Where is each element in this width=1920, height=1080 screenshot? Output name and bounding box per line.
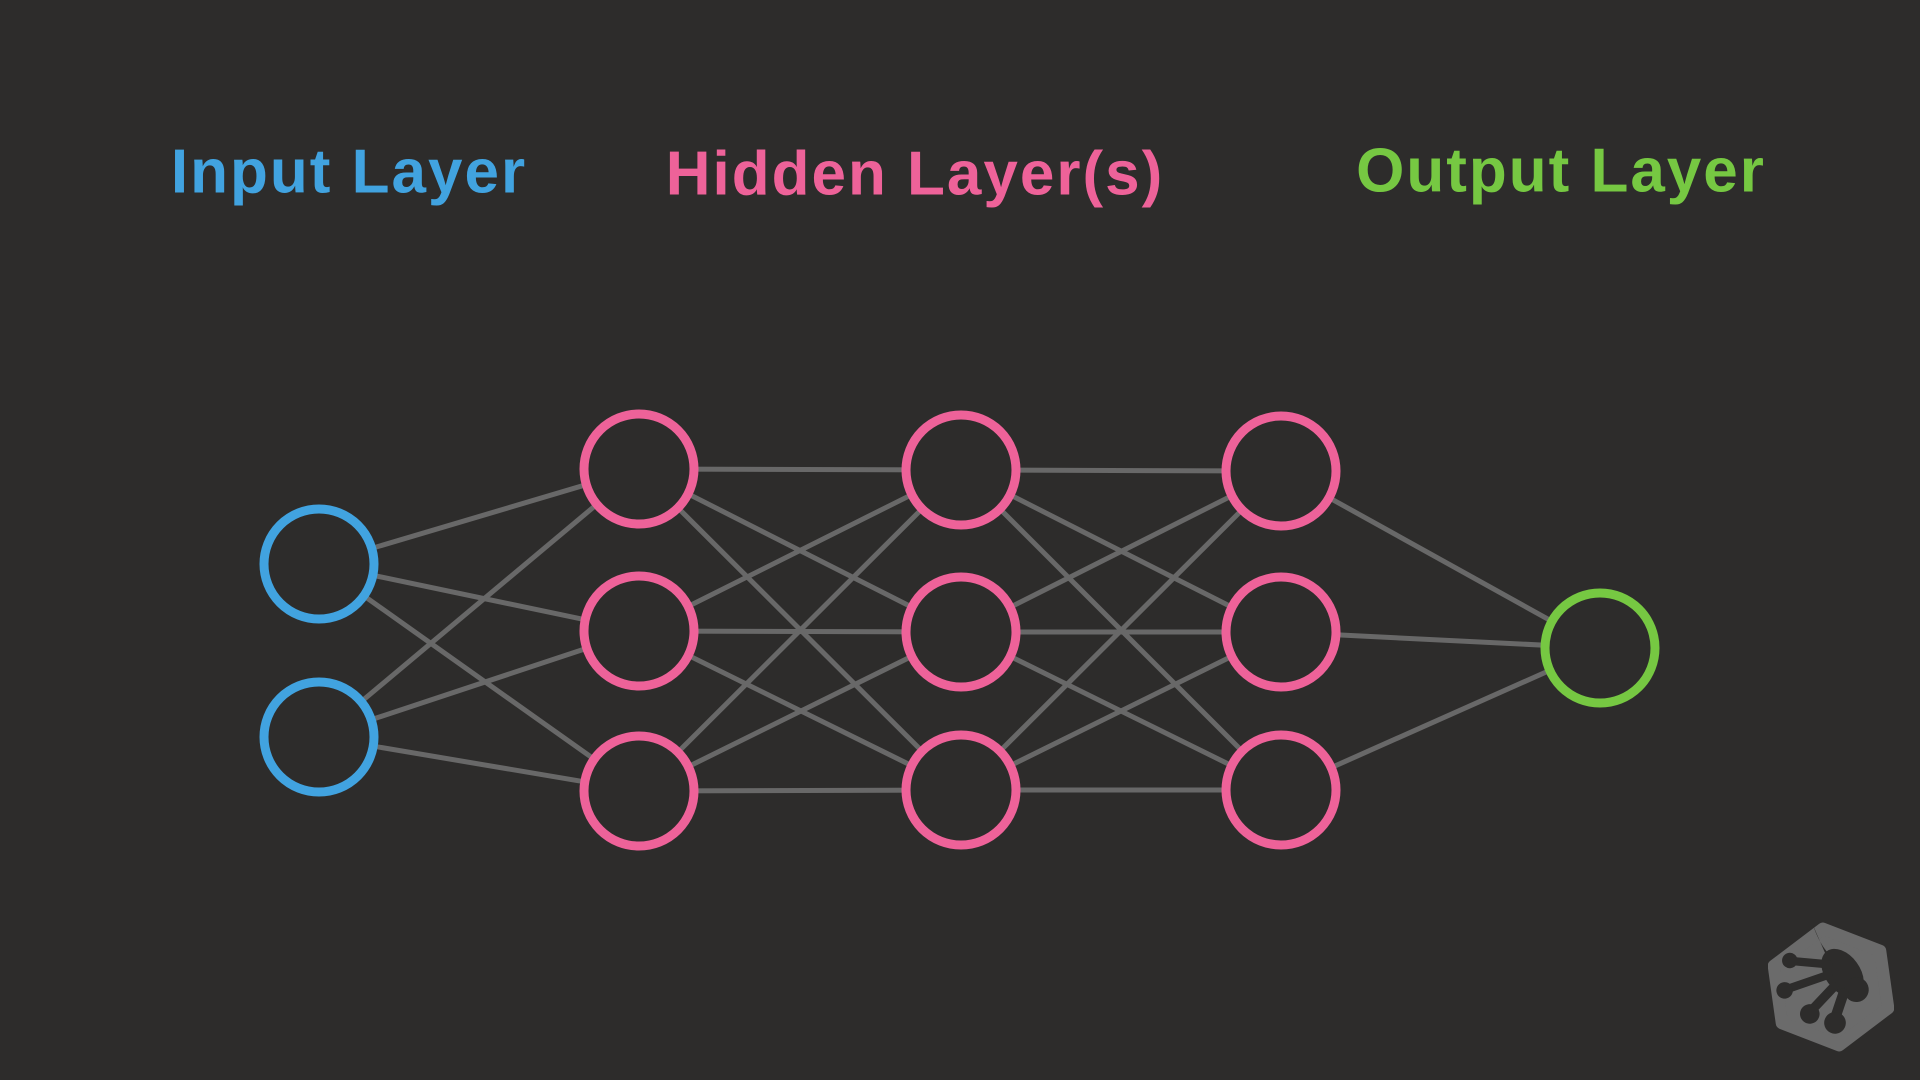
edge — [317, 561, 641, 794]
node-hidden-2-1 — [901, 410, 1021, 530]
input-layer-label: Input Layer — [170, 137, 528, 207]
node-hidden-2-2 — [901, 572, 1021, 692]
node-hidden-2-3 — [901, 730, 1021, 850]
frog-footprint-cutout — [1776, 924, 1869, 1034]
edge — [637, 629, 963, 794]
hidden-layer-label: Hidden Layer(s) — [665, 139, 1165, 209]
node-output-1 — [1540, 588, 1660, 708]
edge — [637, 468, 963, 793]
edge — [637, 467, 963, 634]
output-layer-label: Output Layer — [1356, 136, 1766, 206]
edge — [959, 469, 1283, 792]
edge — [1279, 468, 1602, 651]
edge — [317, 467, 641, 739]
edge — [959, 468, 1283, 635]
node-hidden-1-2 — [579, 571, 699, 691]
node-hidden-3-2 — [1221, 572, 1341, 692]
node-hidden-3-3 — [1221, 730, 1341, 850]
node-hidden-3-1 — [1221, 411, 1341, 531]
node-input-1 — [259, 504, 379, 624]
neuron-nodes — [259, 409, 1660, 851]
node-input-2 — [259, 677, 379, 797]
node-hidden-1-1 — [579, 409, 699, 529]
node-hidden-1-3 — [579, 731, 699, 851]
hexagon-frog-logo — [1768, 922, 1894, 1052]
